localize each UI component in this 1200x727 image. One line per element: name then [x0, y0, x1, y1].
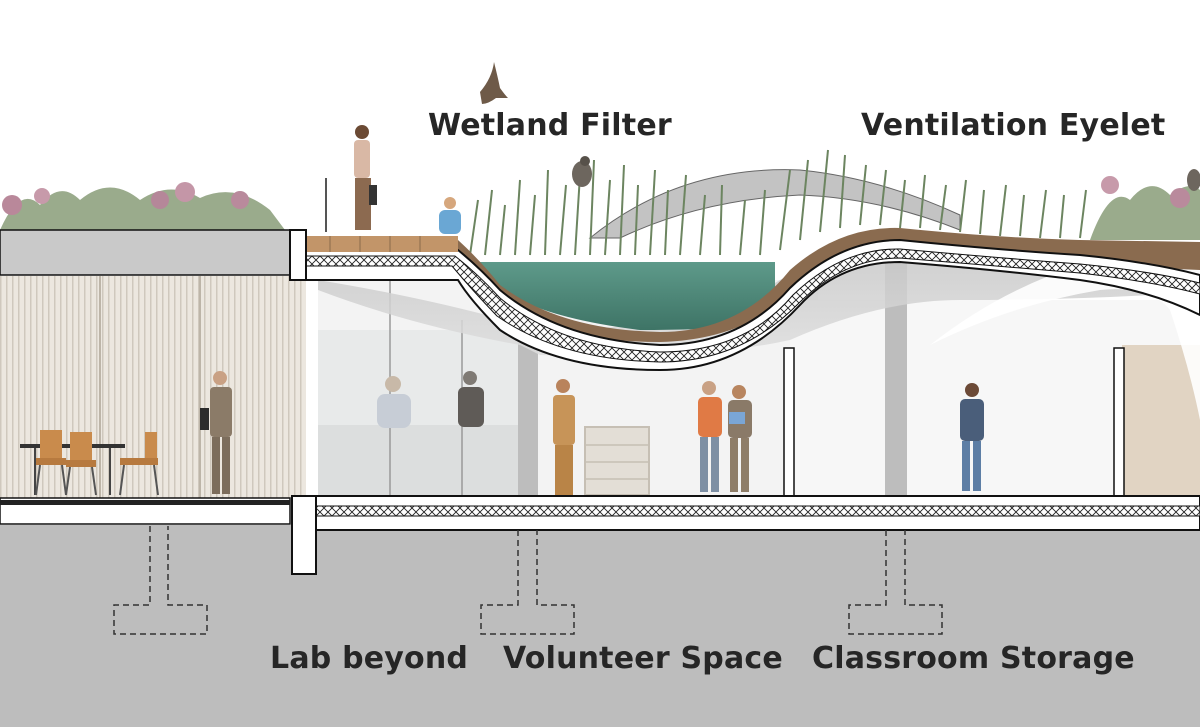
right-roof-planting: [1090, 176, 1200, 240]
foundation-wall: [291, 495, 317, 575]
table-and-chairs: [20, 430, 159, 496]
flying-bird: [480, 62, 508, 104]
person-volunteer-woman: [553, 379, 575, 495]
right-wood-wall: [1122, 345, 1200, 498]
parapet-wall: [289, 229, 307, 281]
label-classroom-storage: Classroom Storage: [812, 641, 1135, 676]
perched-bird-right: [1187, 169, 1200, 191]
left-roof-planting: [0, 182, 285, 230]
label-ventilation-eyelet: Ventilation Eyelet: [861, 108, 1166, 143]
wetland-reeds: [469, 149, 1087, 256]
ventilation-eyelet: [588, 169, 961, 239]
left-roof-slab: [0, 229, 296, 276]
person-rooftop-child: [439, 197, 461, 234]
glass-partition: [318, 280, 518, 498]
label-volunteer-space: Volunteer Space: [503, 641, 783, 676]
roof-insulation-hatch: [304, 248, 1200, 363]
classroom-partition-wall: [783, 347, 795, 497]
classroom-storage-footing: [848, 530, 943, 635]
label-wetland-filter: Wetland Filter: [428, 108, 672, 143]
storage-crate: [584, 426, 650, 496]
wetland-water-basin: [478, 262, 775, 330]
undulating-roof-structure: [299, 238, 1200, 372]
people-volunteer-couple: [698, 381, 752, 492]
label-lab-beyond: Lab beyond: [270, 641, 469, 676]
lab-footing: [113, 526, 208, 635]
center-column: [518, 340, 538, 498]
person-classroom-man: [960, 383, 984, 491]
perched-bird-wetland: [572, 156, 592, 187]
ground-earth: [0, 525, 1200, 727]
right-column: [885, 255, 907, 498]
person-rooftop-woman: [354, 125, 377, 230]
floor-insulation-hatch: [315, 505, 1200, 517]
volunteer-space-footing: [480, 530, 575, 635]
roof-deck: [306, 236, 458, 252]
person-lab-man: [200, 371, 232, 494]
